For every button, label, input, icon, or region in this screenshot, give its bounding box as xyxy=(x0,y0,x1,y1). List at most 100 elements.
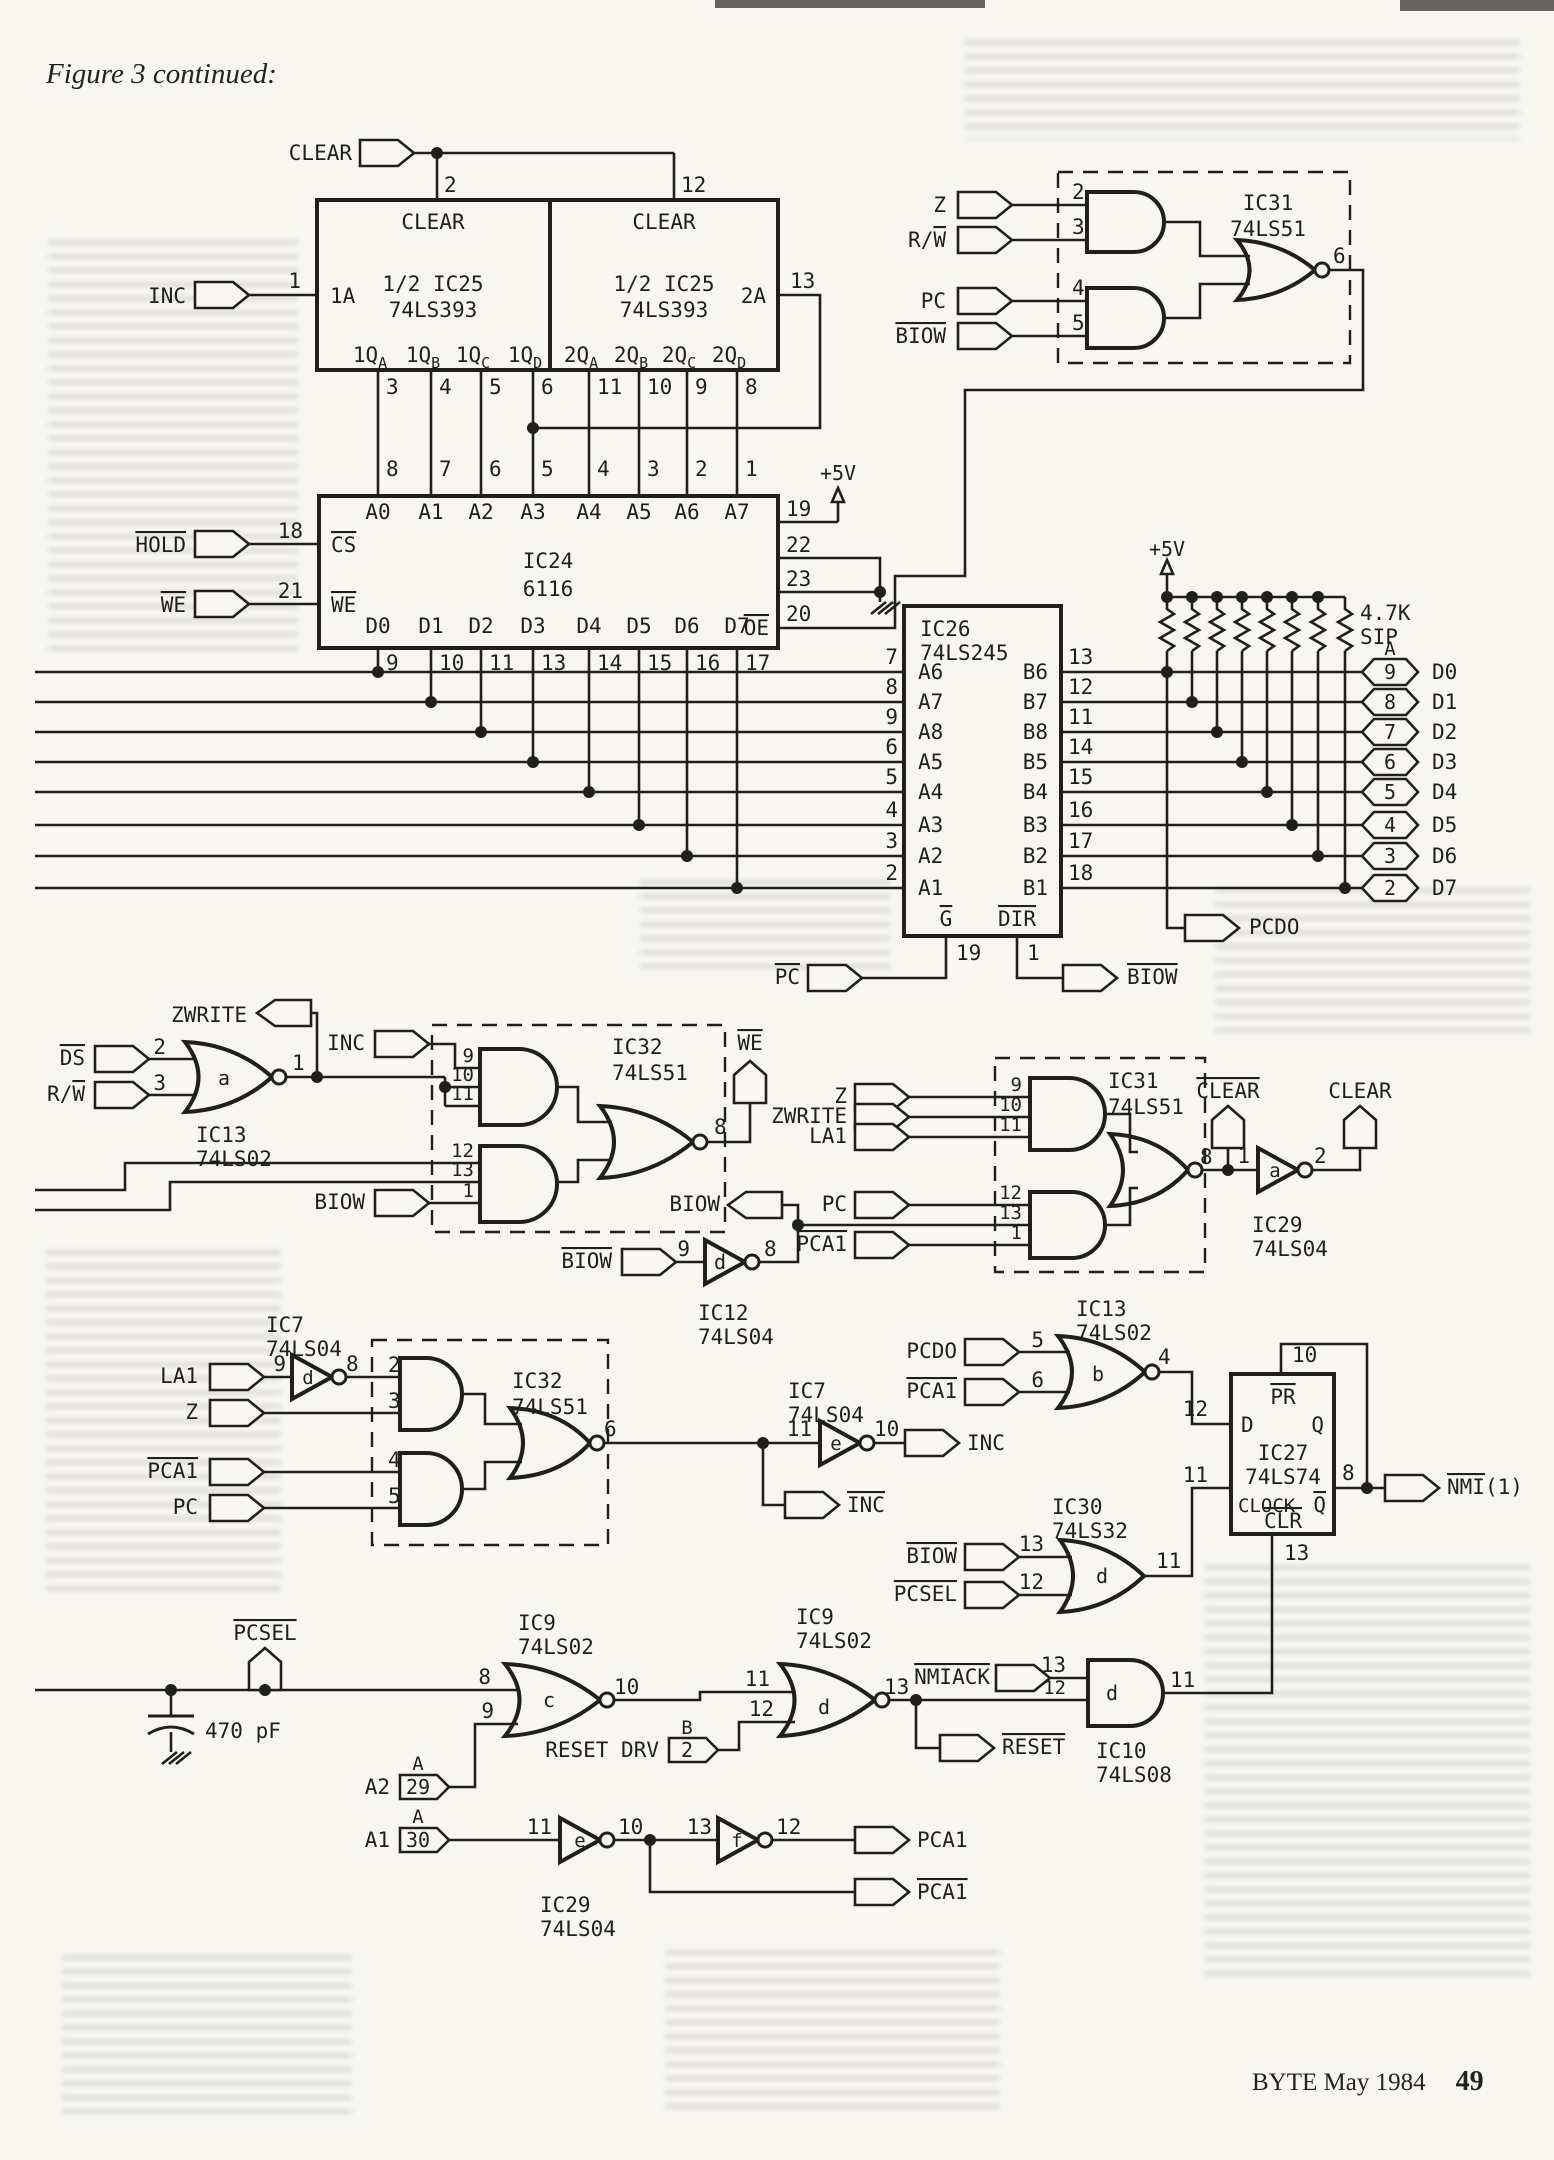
ic7d-pin9: 9 xyxy=(273,1352,286,1376)
ic26-pin6: 6 xyxy=(885,735,898,759)
bus-d3: D3 xyxy=(1432,750,1457,774)
ic9d-nor-gate xyxy=(775,1661,879,1739)
ic32b-part: 74LS51 xyxy=(512,1395,588,1419)
counter-clear-left: CLEAR xyxy=(401,210,465,234)
clear-pin2: 2 xyxy=(444,173,457,197)
la1-2-input-tag xyxy=(853,1122,911,1152)
ic32b-nor-gate xyxy=(505,1405,593,1481)
ic29a-pin1: 1 xyxy=(1237,1144,1250,1168)
pcdo-output: PCDO xyxy=(1249,915,1300,939)
figure-caption: Figure 3 continued: xyxy=(46,58,277,90)
ic10-name: IC10 xyxy=(1096,1739,1147,1763)
inc-output-tag xyxy=(903,1428,961,1458)
ram-pin2: 2 xyxy=(695,457,708,481)
counter-2qc: 2QC xyxy=(662,343,696,372)
rw2-input-tag xyxy=(93,1080,151,1110)
ic7e-inverter xyxy=(818,1417,865,1469)
pc2-input-tag xyxy=(853,1190,911,1220)
ic31b-pin8: 8 xyxy=(1200,1145,1213,1169)
ram-pin9: 9 xyxy=(386,651,399,675)
ic9d-part: 74LS02 xyxy=(796,1629,872,1653)
ic26-a8: A8 xyxy=(918,720,943,744)
ic32a-part: 74LS51 xyxy=(612,1061,688,1085)
ram-part: 6116 xyxy=(523,577,574,601)
counter-pin10: 10 xyxy=(647,375,672,399)
ic32b-pin4: 4 xyxy=(388,1448,401,1472)
zwrite-output: ZWRITE xyxy=(171,1003,247,1027)
reset-output: RESET xyxy=(1002,1735,1066,1759)
ic32b-pin6: 6 xyxy=(604,1417,617,1441)
ic7e-pin11: 11 xyxy=(787,1417,812,1441)
ic9d-pin12: 12 xyxy=(749,1697,774,1721)
z3-input: Z xyxy=(185,1400,198,1424)
conn-d5-pin: 4 xyxy=(1384,813,1396,837)
sip-a: A xyxy=(1384,638,1396,660)
biow-left-output-tag xyxy=(726,1190,784,1220)
inc-output: INC xyxy=(967,1431,1005,1455)
ic26-a3: A3 xyxy=(918,813,943,837)
ic13a-part: 74LS02 xyxy=(196,1147,272,1171)
rw-input: R/W xyxy=(908,228,946,252)
pca1bar2-input-tag xyxy=(853,1230,911,1260)
ic31b-pin9: 9 xyxy=(1011,1074,1022,1096)
ic26-pin3: 3 xyxy=(885,829,898,853)
biow2-input-tag xyxy=(373,1188,431,1218)
ic32b-pin2: 2 xyxy=(388,1353,401,1377)
ic26-pin14: 14 xyxy=(1068,735,1093,759)
ic32b-name: IC32 xyxy=(512,1369,563,1393)
ic9d-pin11: 11 xyxy=(745,1667,770,1691)
ic9c-pin8: 8 xyxy=(478,1665,491,1689)
ic32a-name: IC32 xyxy=(612,1035,663,1059)
ic29e-pin10: 10 xyxy=(618,1815,643,1839)
z-input: Z xyxy=(933,193,946,217)
counter-2a: 2A xyxy=(741,284,767,308)
ram-a4: A4 xyxy=(576,500,601,524)
ds-input-tag xyxy=(93,1044,151,1074)
ram-pin21: 21 xyxy=(278,579,303,603)
ram-a0: A0 xyxy=(365,500,390,524)
ic31b-pin12: 12 xyxy=(999,1182,1022,1204)
reset-drv: RESET DRV xyxy=(545,1738,659,1762)
ram-pin15: 15 xyxy=(647,651,672,675)
cap-ground xyxy=(161,1732,192,1766)
ff-clr: CLR xyxy=(1264,1509,1302,1533)
counter-1qa: 1QA xyxy=(353,343,387,372)
gates xyxy=(180,190,1331,1866)
ram-pin4: 4 xyxy=(597,457,610,481)
ic9c-name: IC9 xyxy=(518,1611,556,1635)
conn-d1-pin: 8 xyxy=(1384,690,1396,714)
ic13b-pin6: 6 xyxy=(1031,1368,1044,1392)
clearbar-output: CLEAR xyxy=(1196,1079,1260,1103)
ram-d7: D7 xyxy=(724,614,749,638)
pc-gate-tag xyxy=(806,963,864,993)
ic7e-pin10: 10 xyxy=(874,1417,899,1441)
sip-name: SIP xyxy=(1360,625,1398,649)
conn-d3-pin: 6 xyxy=(1384,750,1396,774)
ic26-b3: B3 xyxy=(1023,813,1048,837)
hold-input: HOLD xyxy=(135,533,186,557)
ic26-b2: B2 xyxy=(1023,844,1048,868)
ic32a-pin12: 12 xyxy=(451,1140,474,1162)
ic9c-part: 74LS02 xyxy=(518,1635,594,1659)
ic31a-pin4: 4 xyxy=(1072,276,1085,300)
ic26-part: 74LS245 xyxy=(920,641,1009,665)
ic29ef-name: IC29 xyxy=(540,1893,591,1917)
ic32a-pin8: 8 xyxy=(714,1115,727,1139)
zwrite-output-tag xyxy=(255,998,313,1028)
gate-d30: d xyxy=(1096,1564,1108,1588)
plus5v-arrow-sip xyxy=(1159,556,1175,576)
gate-e29: e xyxy=(574,1830,585,1852)
la1-input: LA1 xyxy=(160,1364,198,1388)
z3-input-tag xyxy=(208,1398,266,1428)
ic29ef-part: 74LS04 xyxy=(540,1917,616,1941)
ic31a-pin6: 6 xyxy=(1333,244,1346,268)
ic26-b5: B5 xyxy=(1023,750,1048,774)
ic13b-name: IC13 xyxy=(1076,1297,1127,1321)
ic32a-and-gate-bottom xyxy=(478,1144,559,1224)
junction-dots xyxy=(165,147,1373,1846)
conn-d0-pin: 9 xyxy=(1384,660,1396,684)
pcsel-output-tag xyxy=(247,1646,283,1692)
gate-b13: b xyxy=(1092,1362,1104,1386)
clear-pin12: 12 xyxy=(681,173,706,197)
incbar-output: INC xyxy=(847,1493,885,1517)
